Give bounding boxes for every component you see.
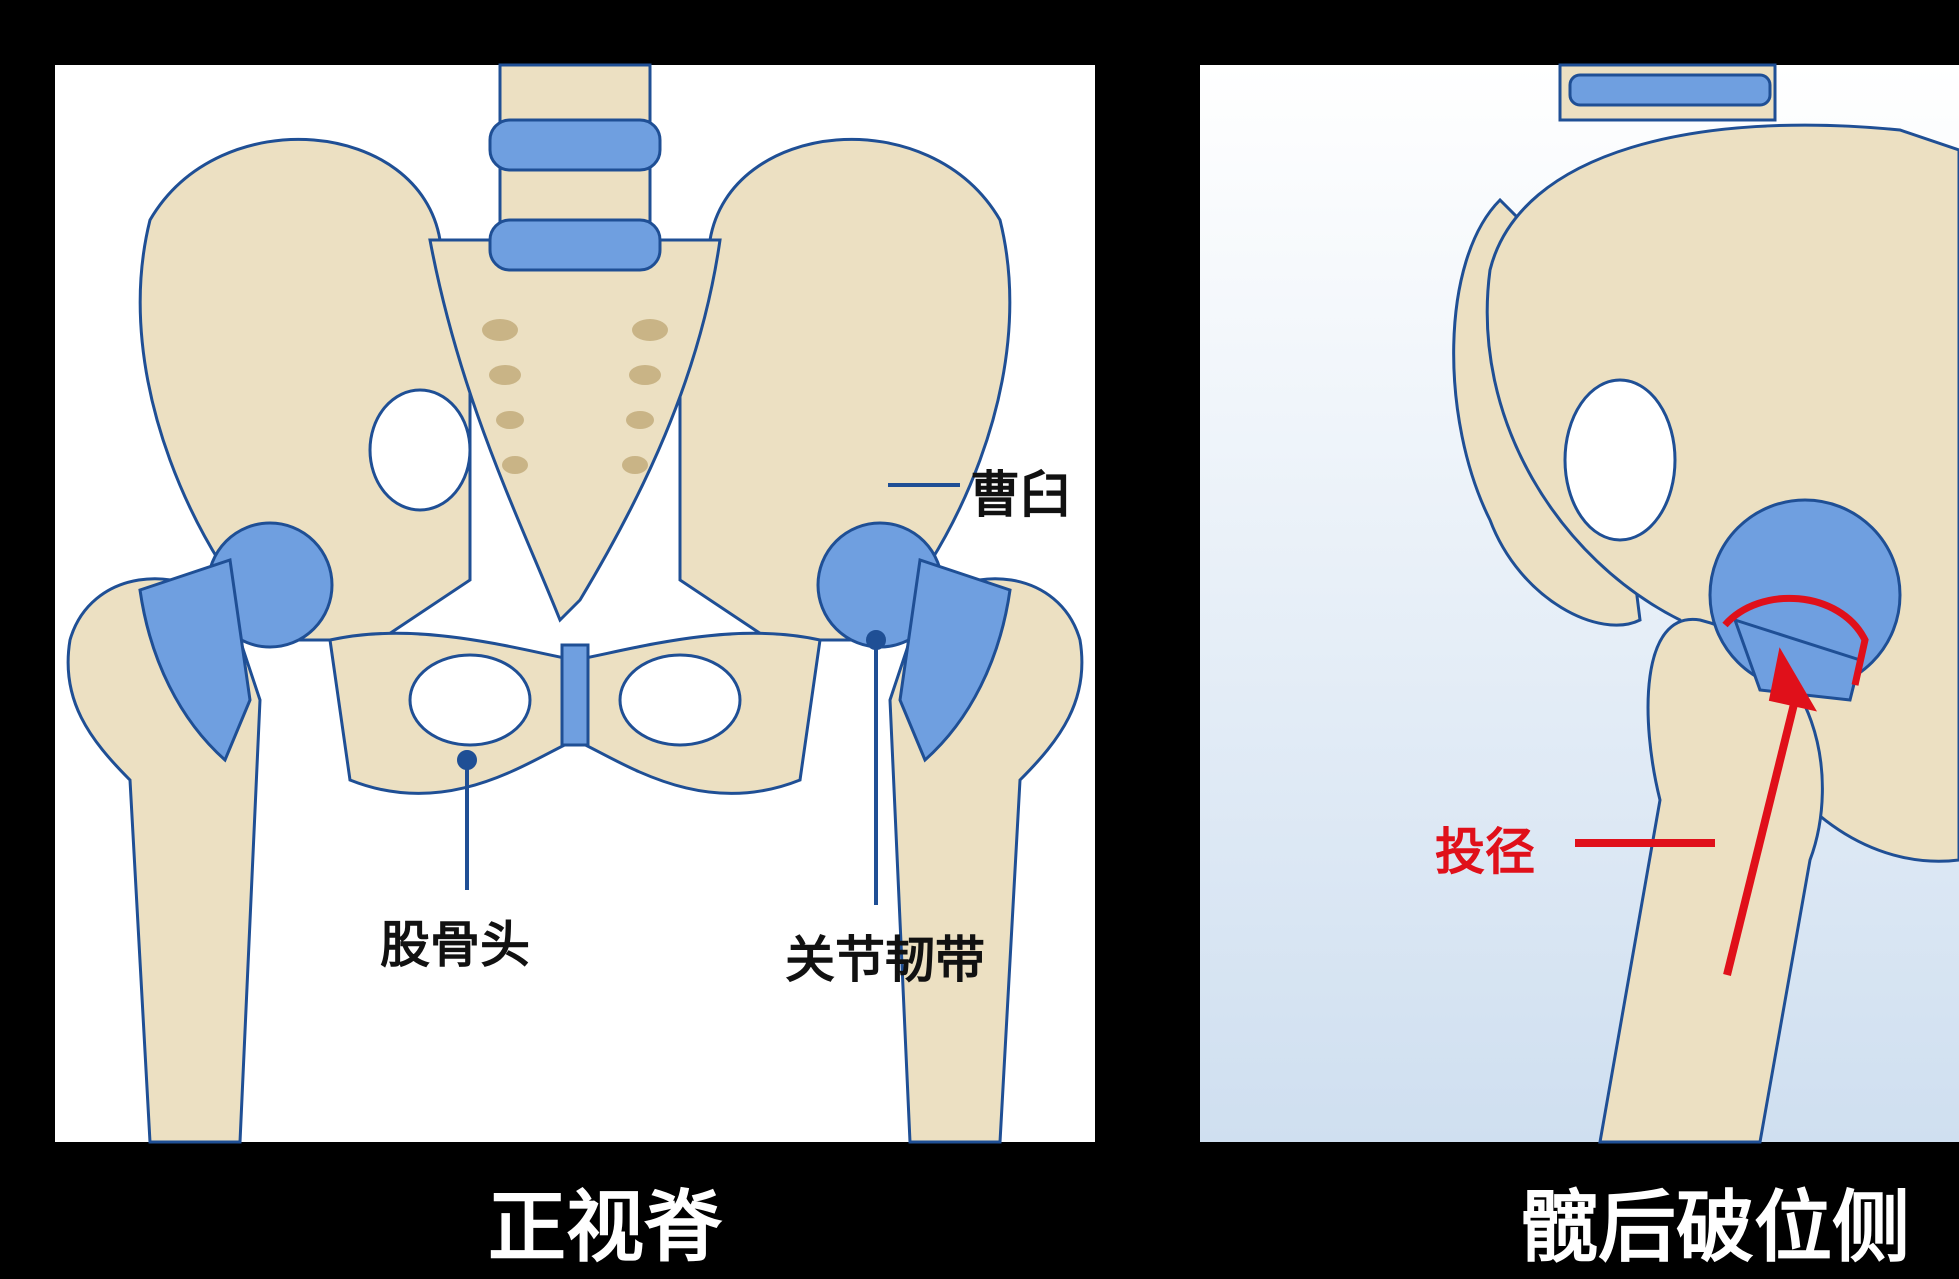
front-view-panel <box>55 63 1095 1144</box>
label-acetabulum: 曹臼 <box>970 466 1070 524</box>
label-femoral-head: 股骨头 <box>380 916 530 974</box>
caption-front-view: 正视脊 <box>488 1183 723 1273</box>
label-path: 投径 <box>1435 823 1535 881</box>
label-joint-ligament: 关节韧带 <box>785 931 985 989</box>
side-view-panel <box>1200 63 1959 1144</box>
caption-side-view: 髋后破位侧 <box>1520 1183 1911 1273</box>
